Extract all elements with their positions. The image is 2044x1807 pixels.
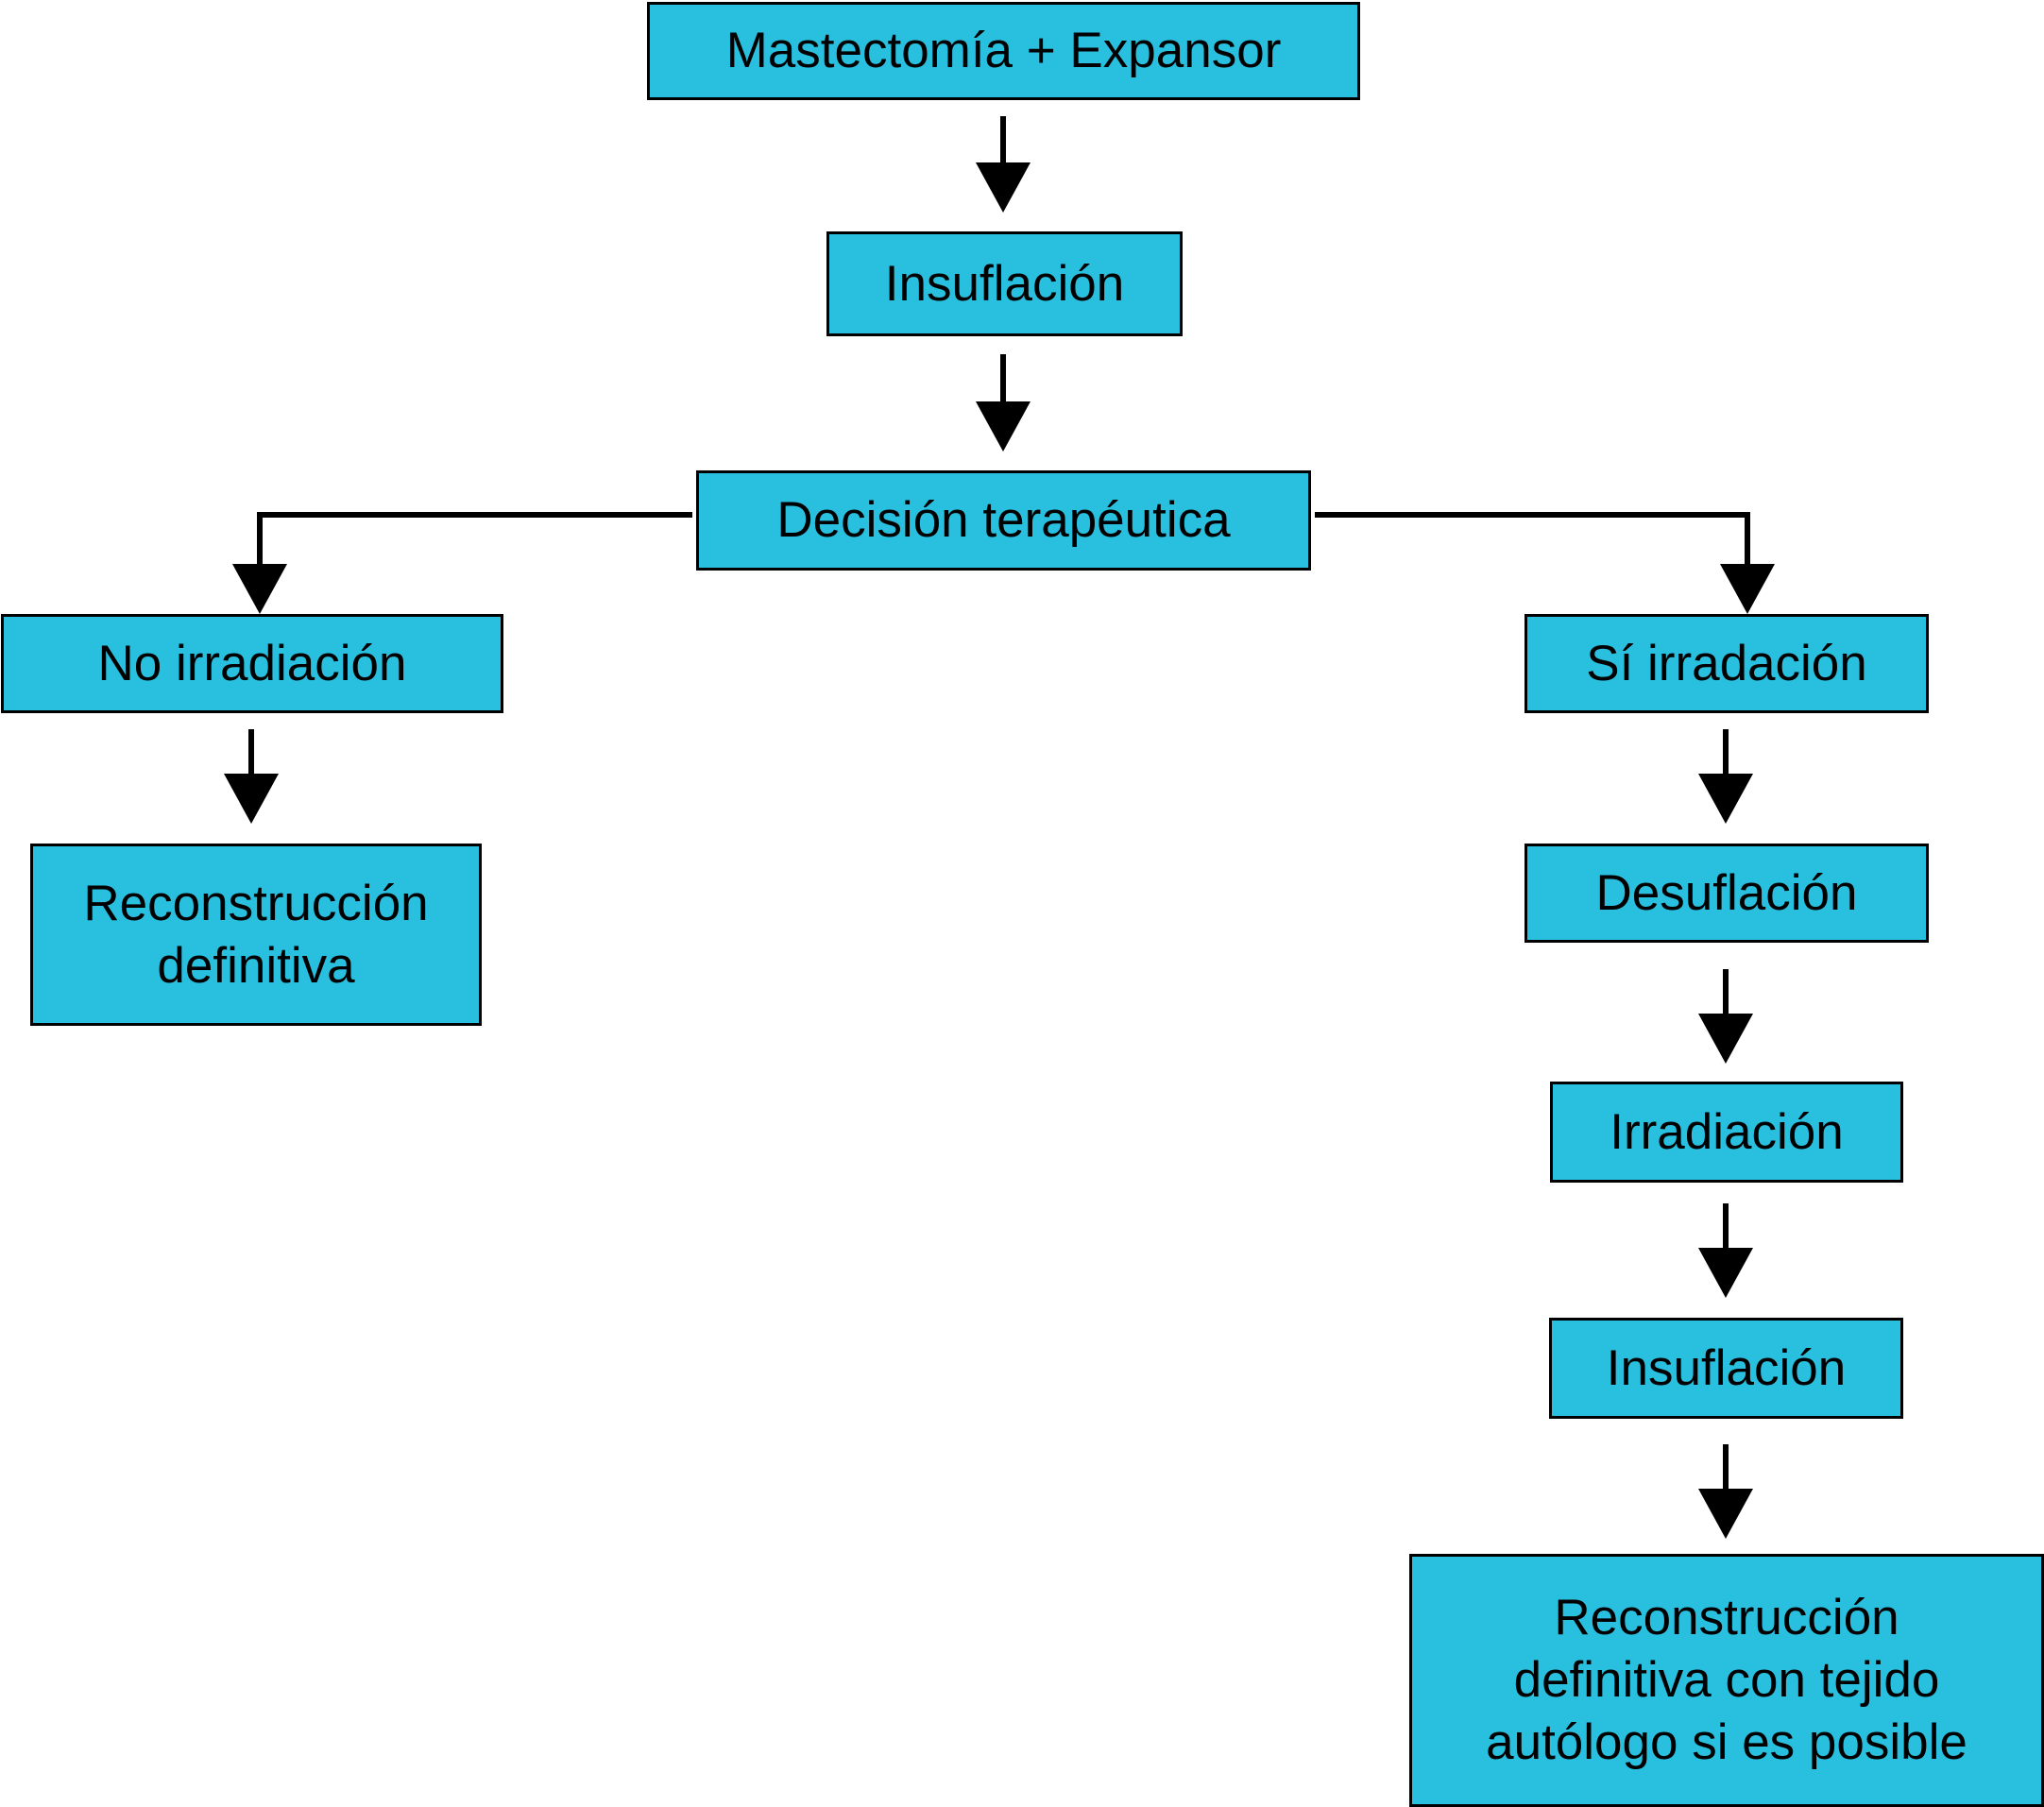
node-no-irradiacion: No irradiación <box>1 614 503 713</box>
node-label: Insuflación <box>884 255 1125 312</box>
node-label-line: Reconstrucción <box>1554 1590 1899 1645</box>
node-label: Mastectomía + Expansor <box>725 23 1282 78</box>
node-reconstruccion-definitiva: Reconstrucción definitiva <box>30 844 482 1026</box>
arrow-irradiacion-to-insuflacion <box>1698 1203 1753 1298</box>
arrow-desuflacion-to-irradiacion <box>1698 969 1753 1064</box>
node-desuflacion: Desuflación <box>1524 844 1929 943</box>
node-label: Irradiación <box>1610 1103 1844 1160</box>
arrow-no-irradiacion-to-reconstruccion <box>224 729 279 824</box>
node-label: Insuflación <box>1606 1339 1847 1396</box>
arrow-si-irradiacion-to-desuflacion <box>1698 729 1753 824</box>
node-insuflacion-post-irradiacion: Insuflación <box>1549 1318 1903 1419</box>
arrow-decision-to-si-irradiacion <box>1315 512 1775 614</box>
node-si-irradiacion: Sí irradación <box>1524 614 1929 713</box>
node-label: Desuflación <box>1595 864 1858 921</box>
node-label-line: Reconstrucción <box>83 875 429 931</box>
arrow-mastectomia-to-insuflacion <box>976 116 1031 213</box>
node-reconstruccion-tejido-autologo: Reconstrucción definitiva con tejido aut… <box>1409 1554 2044 1807</box>
arrow-insuflacion-to-reconstruccion-autologa <box>1698 1444 1753 1539</box>
arrow-insuflacion-to-decision <box>976 354 1031 452</box>
node-label-line: autólogo si es posible <box>1486 1714 1967 1770</box>
node-label-line: definitiva con tejido <box>1513 1652 1940 1708</box>
node-label-line: definitiva <box>157 937 355 994</box>
node-irradiacion: Irradiación <box>1550 1082 1903 1183</box>
node-label: Decisión terapéutica <box>776 492 1231 548</box>
node-label: Sí irradación <box>1586 635 1867 691</box>
node-mastectomia-expansor: Mastectomía + Expansor <box>647 2 1360 100</box>
node-decision-terapeutica: Decisión terapéutica <box>696 470 1311 571</box>
node-label: No irradiación <box>97 635 407 691</box>
arrow-decision-to-no-irradiacion <box>232 512 692 614</box>
node-insuflacion: Insuflación <box>826 231 1183 336</box>
